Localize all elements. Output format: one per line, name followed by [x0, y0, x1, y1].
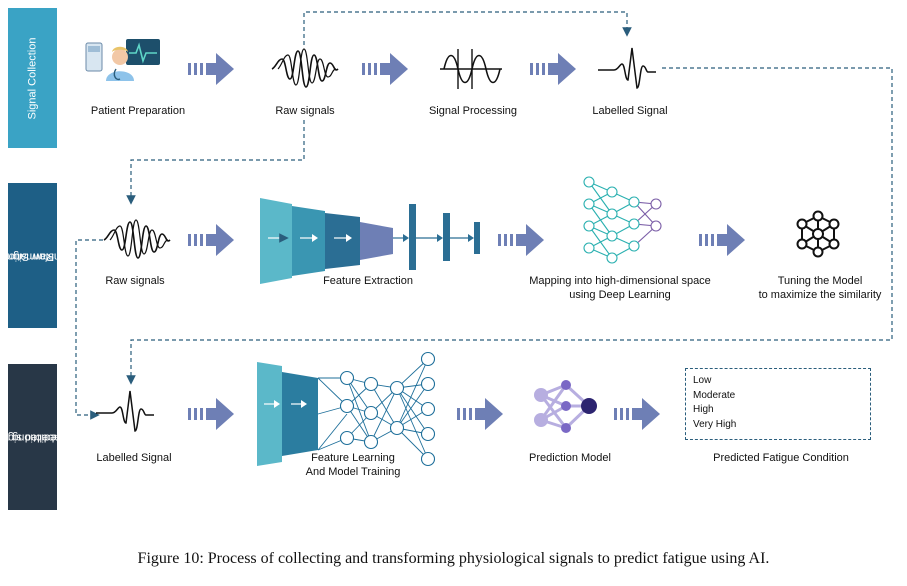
label-feature-learning: Feature Learning And Model Training [305, 452, 401, 478]
flow-arrow-8 [457, 398, 503, 430]
label-predicted-fatigue: Predicted Fatigue Condition [713, 452, 849, 464]
flow-arrow-6 [699, 224, 745, 256]
deep-learning-network-icon [583, 176, 662, 264]
label-mapping-deep-learning: Mapping into high-dimensional space usin… [529, 275, 711, 301]
fatigue-level-very-high: Very High [693, 418, 737, 430]
label-signal-processing: Signal Processing [428, 105, 518, 117]
section-band-labelled-predicting: Labelled signal's predictiong [0, 364, 67, 510]
fatigue-level-moderate: Moderate [693, 389, 736, 401]
flow-arrow-7 [188, 398, 234, 430]
label-labelled-signal-row1: Labelled Signal [592, 105, 668, 117]
connector-labelled-to-row3 [126, 67, 893, 385]
label-feature-extraction: Feature Extraction [323, 275, 413, 287]
fatigue-levels-box: Low Moderate High Very High [685, 368, 871, 440]
raw-signal-icon-row2 [103, 219, 171, 259]
raw-signal-icon [271, 48, 339, 88]
label-raw-signals-row2: Raw signals [105, 275, 165, 287]
feature-extraction-icon [260, 198, 480, 284]
labelled-signal-icon-row3 [95, 390, 155, 432]
flow-arrow-3 [530, 53, 576, 85]
flow-arrow-9 [614, 398, 660, 430]
feature-learning-icon [257, 351, 436, 467]
fatigue-level-high: High [693, 404, 714, 415]
section-band-raw-signal-transformation: Raw Signal Transformation [0, 183, 76, 328]
label-tuning-model: Tuning the Model to maximize the similar… [758, 275, 882, 301]
connector-raw-to-labelled [303, 11, 632, 45]
flow-arrow-2 [362, 53, 408, 85]
prediction-model-icon [534, 380, 597, 433]
connector-raw-to-row2 [126, 120, 305, 205]
label-prediction-model: Prediction Model [529, 452, 611, 464]
flow-arrow-5 [498, 224, 544, 256]
section-band-signal-collection: Signal Collection [8, 8, 57, 148]
connector-row2-to-row3 [75, 239, 103, 420]
label-raw-signals-row1: Raw signals [275, 105, 335, 117]
fatigue-level-low: Low [693, 375, 712, 386]
labelled-signal-icon-row1 [597, 47, 657, 89]
label-labelled-signal-row3: Labelled Signal [96, 452, 172, 464]
flow-arrow-1 [188, 53, 234, 85]
patient-icon [85, 39, 160, 81]
figure-caption: Figure 10: Process of collecting and tra… [137, 550, 770, 567]
flow-arrow-4 [188, 224, 234, 256]
label-patient-preparation: Patient Preparation [90, 105, 186, 117]
tuning-model-icon [796, 210, 840, 258]
signal-processing-icon [440, 49, 502, 89]
